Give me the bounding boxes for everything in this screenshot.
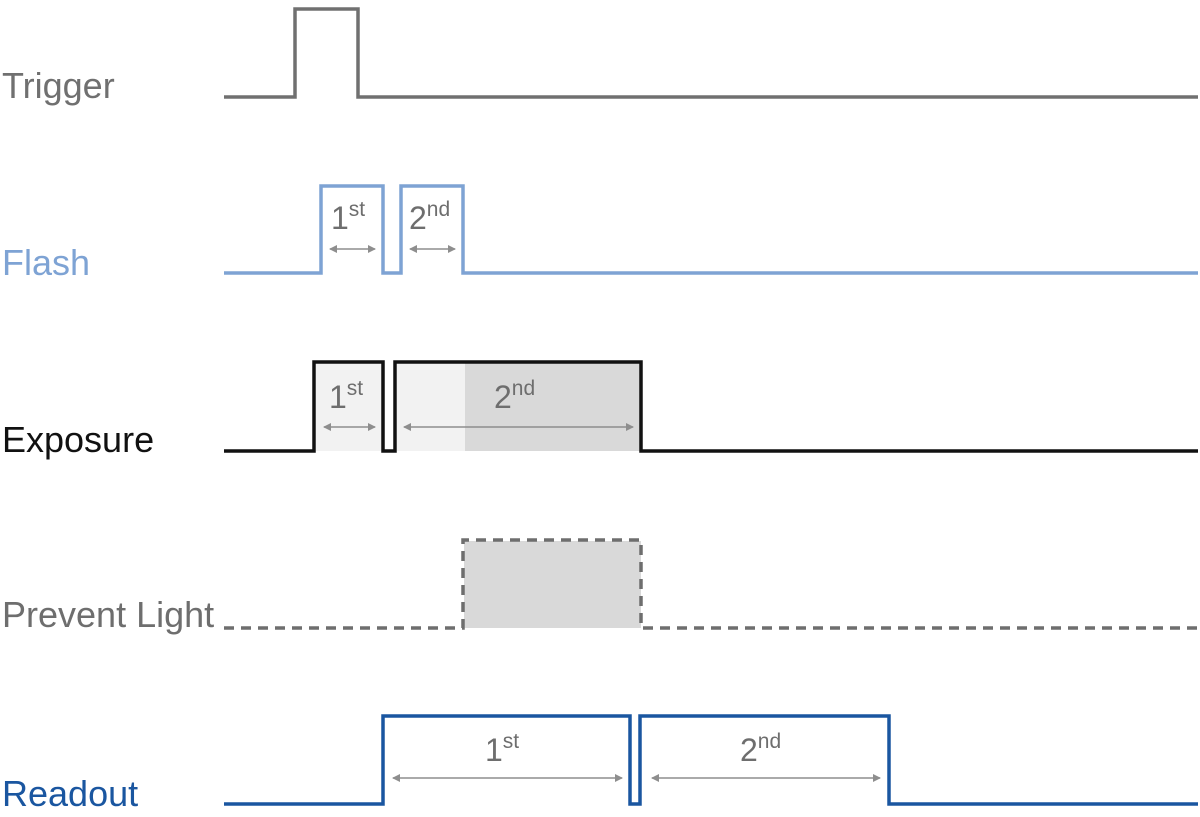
- readout-pulse-2-label: 2nd: [740, 730, 781, 768]
- flash-waveform: [224, 184, 1198, 275]
- exposure-2nd-shade-dark: [465, 363, 640, 451]
- flash-pulse-1-label: 1st: [331, 198, 365, 236]
- trigger-label: Trigger: [2, 65, 115, 106]
- prevent-light-shade: [464, 541, 641, 628]
- trigger-waveform: [224, 7, 1198, 99]
- prevent-light-waveform: [224, 538, 1198, 630]
- exposure-2nd-shade-light: [397, 363, 465, 451]
- exposure-1st-shade: [316, 363, 382, 451]
- exposure-pulse-2-label: 2nd: [494, 377, 535, 415]
- flash-pulse-2-label: 2nd: [409, 198, 450, 236]
- prevent-light-label: Prevent Light: [2, 594, 214, 635]
- exposure-waveform: [224, 360, 1198, 453]
- readout-pulse-1-label: 1st: [485, 730, 519, 768]
- readout-label: Readout: [2, 773, 138, 814]
- exposure-pulse-1-label: 1st: [329, 377, 363, 415]
- exposure-label: Exposure: [2, 419, 154, 460]
- flash-label: Flash: [2, 242, 90, 283]
- readout-waveform: [224, 714, 1198, 806]
